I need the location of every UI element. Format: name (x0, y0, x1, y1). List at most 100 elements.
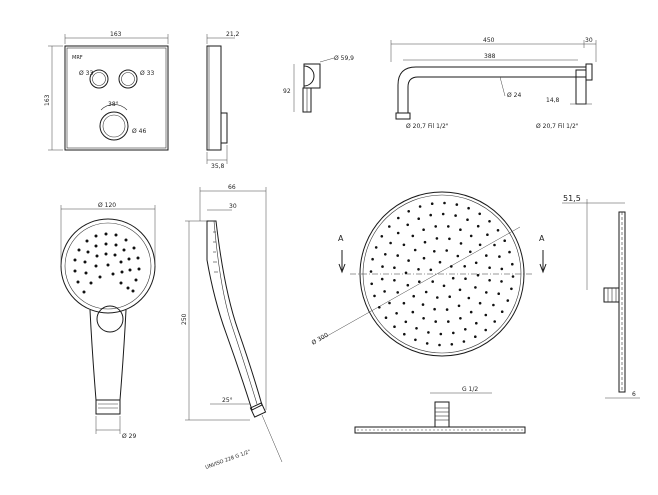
nozzle (431, 280, 435, 283)
nozzle (402, 301, 406, 305)
nozzle (486, 233, 489, 236)
nozzle (454, 214, 457, 217)
nozzle (464, 328, 467, 331)
nozzle (496, 229, 500, 232)
nozzle (384, 253, 387, 256)
temperature-label: 38° (108, 101, 119, 108)
knob-left (89, 69, 109, 89)
nozzle (466, 218, 469, 221)
nozzle (404, 320, 408, 324)
nozzle (459, 242, 463, 245)
nozzle (469, 250, 472, 254)
nozzle (467, 206, 470, 210)
nozzle (395, 312, 398, 315)
nozzle (406, 223, 410, 227)
nozzle (407, 210, 411, 213)
nozzle (418, 205, 422, 208)
nozzle (389, 241, 392, 245)
nozzle (458, 288, 462, 292)
nozzle (417, 268, 420, 271)
nozzle (467, 296, 471, 300)
nozzle (469, 310, 473, 314)
nozzle (452, 331, 455, 335)
nozzle (412, 294, 416, 298)
headshower-nozzles (369, 201, 515, 347)
knob-left-dia: Ø 33 (79, 70, 93, 77)
nozzle (380, 235, 384, 238)
nozzle (421, 303, 425, 306)
nozzle (506, 299, 510, 302)
nozzle (476, 273, 480, 277)
headshower-front-view: Ø 300 A A (311, 191, 547, 357)
nozzle (445, 308, 449, 311)
nozzle (370, 282, 374, 286)
nozzle (411, 234, 415, 238)
mixer-front-view: MRF Ø 33 Ø 33 38° Ø 46 163 163 (44, 31, 169, 151)
nozzle (447, 320, 450, 323)
handle-dia-dim: Ø 29 (122, 433, 136, 440)
arm-end-dim: 30 (585, 37, 593, 44)
nozzle (369, 270, 373, 273)
nozzle (478, 212, 482, 216)
nozzle (456, 254, 460, 258)
nozzle (510, 287, 513, 291)
nozzle (511, 262, 514, 266)
nozzle (388, 301, 391, 305)
nozzle (422, 228, 425, 231)
nozzle (438, 343, 441, 347)
nozzle (475, 321, 478, 325)
nozzle (508, 250, 511, 254)
nozzle (381, 265, 384, 268)
outlet-height-dim: 92 (283, 88, 291, 95)
nozzle (500, 310, 504, 314)
nozzle (497, 292, 501, 296)
section-mark-left: A (338, 234, 344, 243)
nozzle (463, 265, 467, 268)
nozzle (493, 320, 497, 323)
mixer-width-dim: 163 (110, 31, 122, 38)
nozzle (457, 304, 461, 308)
nozzle (406, 283, 410, 287)
nozzle (434, 320, 438, 323)
nozzle (492, 303, 495, 307)
arm-thread-right: Ø 20,7 Fil 1/2" (536, 123, 579, 130)
nozzle (423, 240, 427, 244)
nozzle (383, 290, 386, 293)
nozzle (396, 254, 400, 257)
nozzle (474, 286, 477, 289)
nozzle (434, 225, 438, 228)
nozzle (422, 256, 426, 260)
nozzle (413, 248, 417, 252)
nozzle (442, 284, 446, 288)
nozzle (445, 249, 449, 252)
nozzle (433, 307, 436, 311)
nozzle (407, 259, 410, 262)
nozzle (484, 313, 488, 317)
nozzle (393, 279, 396, 282)
nozzle (396, 291, 400, 294)
knob-big (99, 111, 129, 141)
nozzle (478, 243, 482, 247)
nozzle (414, 338, 417, 342)
handshower-length-dim: 250 (181, 313, 188, 325)
nozzle (488, 220, 491, 223)
nozzle (447, 225, 450, 228)
headshower-side-view: 51,5 6 (562, 194, 640, 399)
nozzle (488, 279, 491, 282)
nozzle (384, 316, 388, 320)
nozzle (393, 325, 396, 329)
section-mark-right: A (539, 234, 545, 243)
nozzle (438, 260, 442, 264)
nozzle (427, 331, 430, 334)
handshower-side-nozzles (213, 231, 218, 273)
nozzle (439, 332, 443, 336)
nozzle (450, 265, 453, 268)
arm-tube-dim: Ø 24 (507, 92, 521, 99)
handshower-face-dim: 30 (229, 203, 237, 210)
nozzle (436, 296, 439, 299)
outlet-dia-dim: Ø 59,9 (334, 55, 354, 62)
nozzle (388, 225, 391, 228)
nozzle (443, 201, 446, 205)
nozzle (417, 217, 421, 220)
brand-logo: MRF (72, 55, 83, 61)
